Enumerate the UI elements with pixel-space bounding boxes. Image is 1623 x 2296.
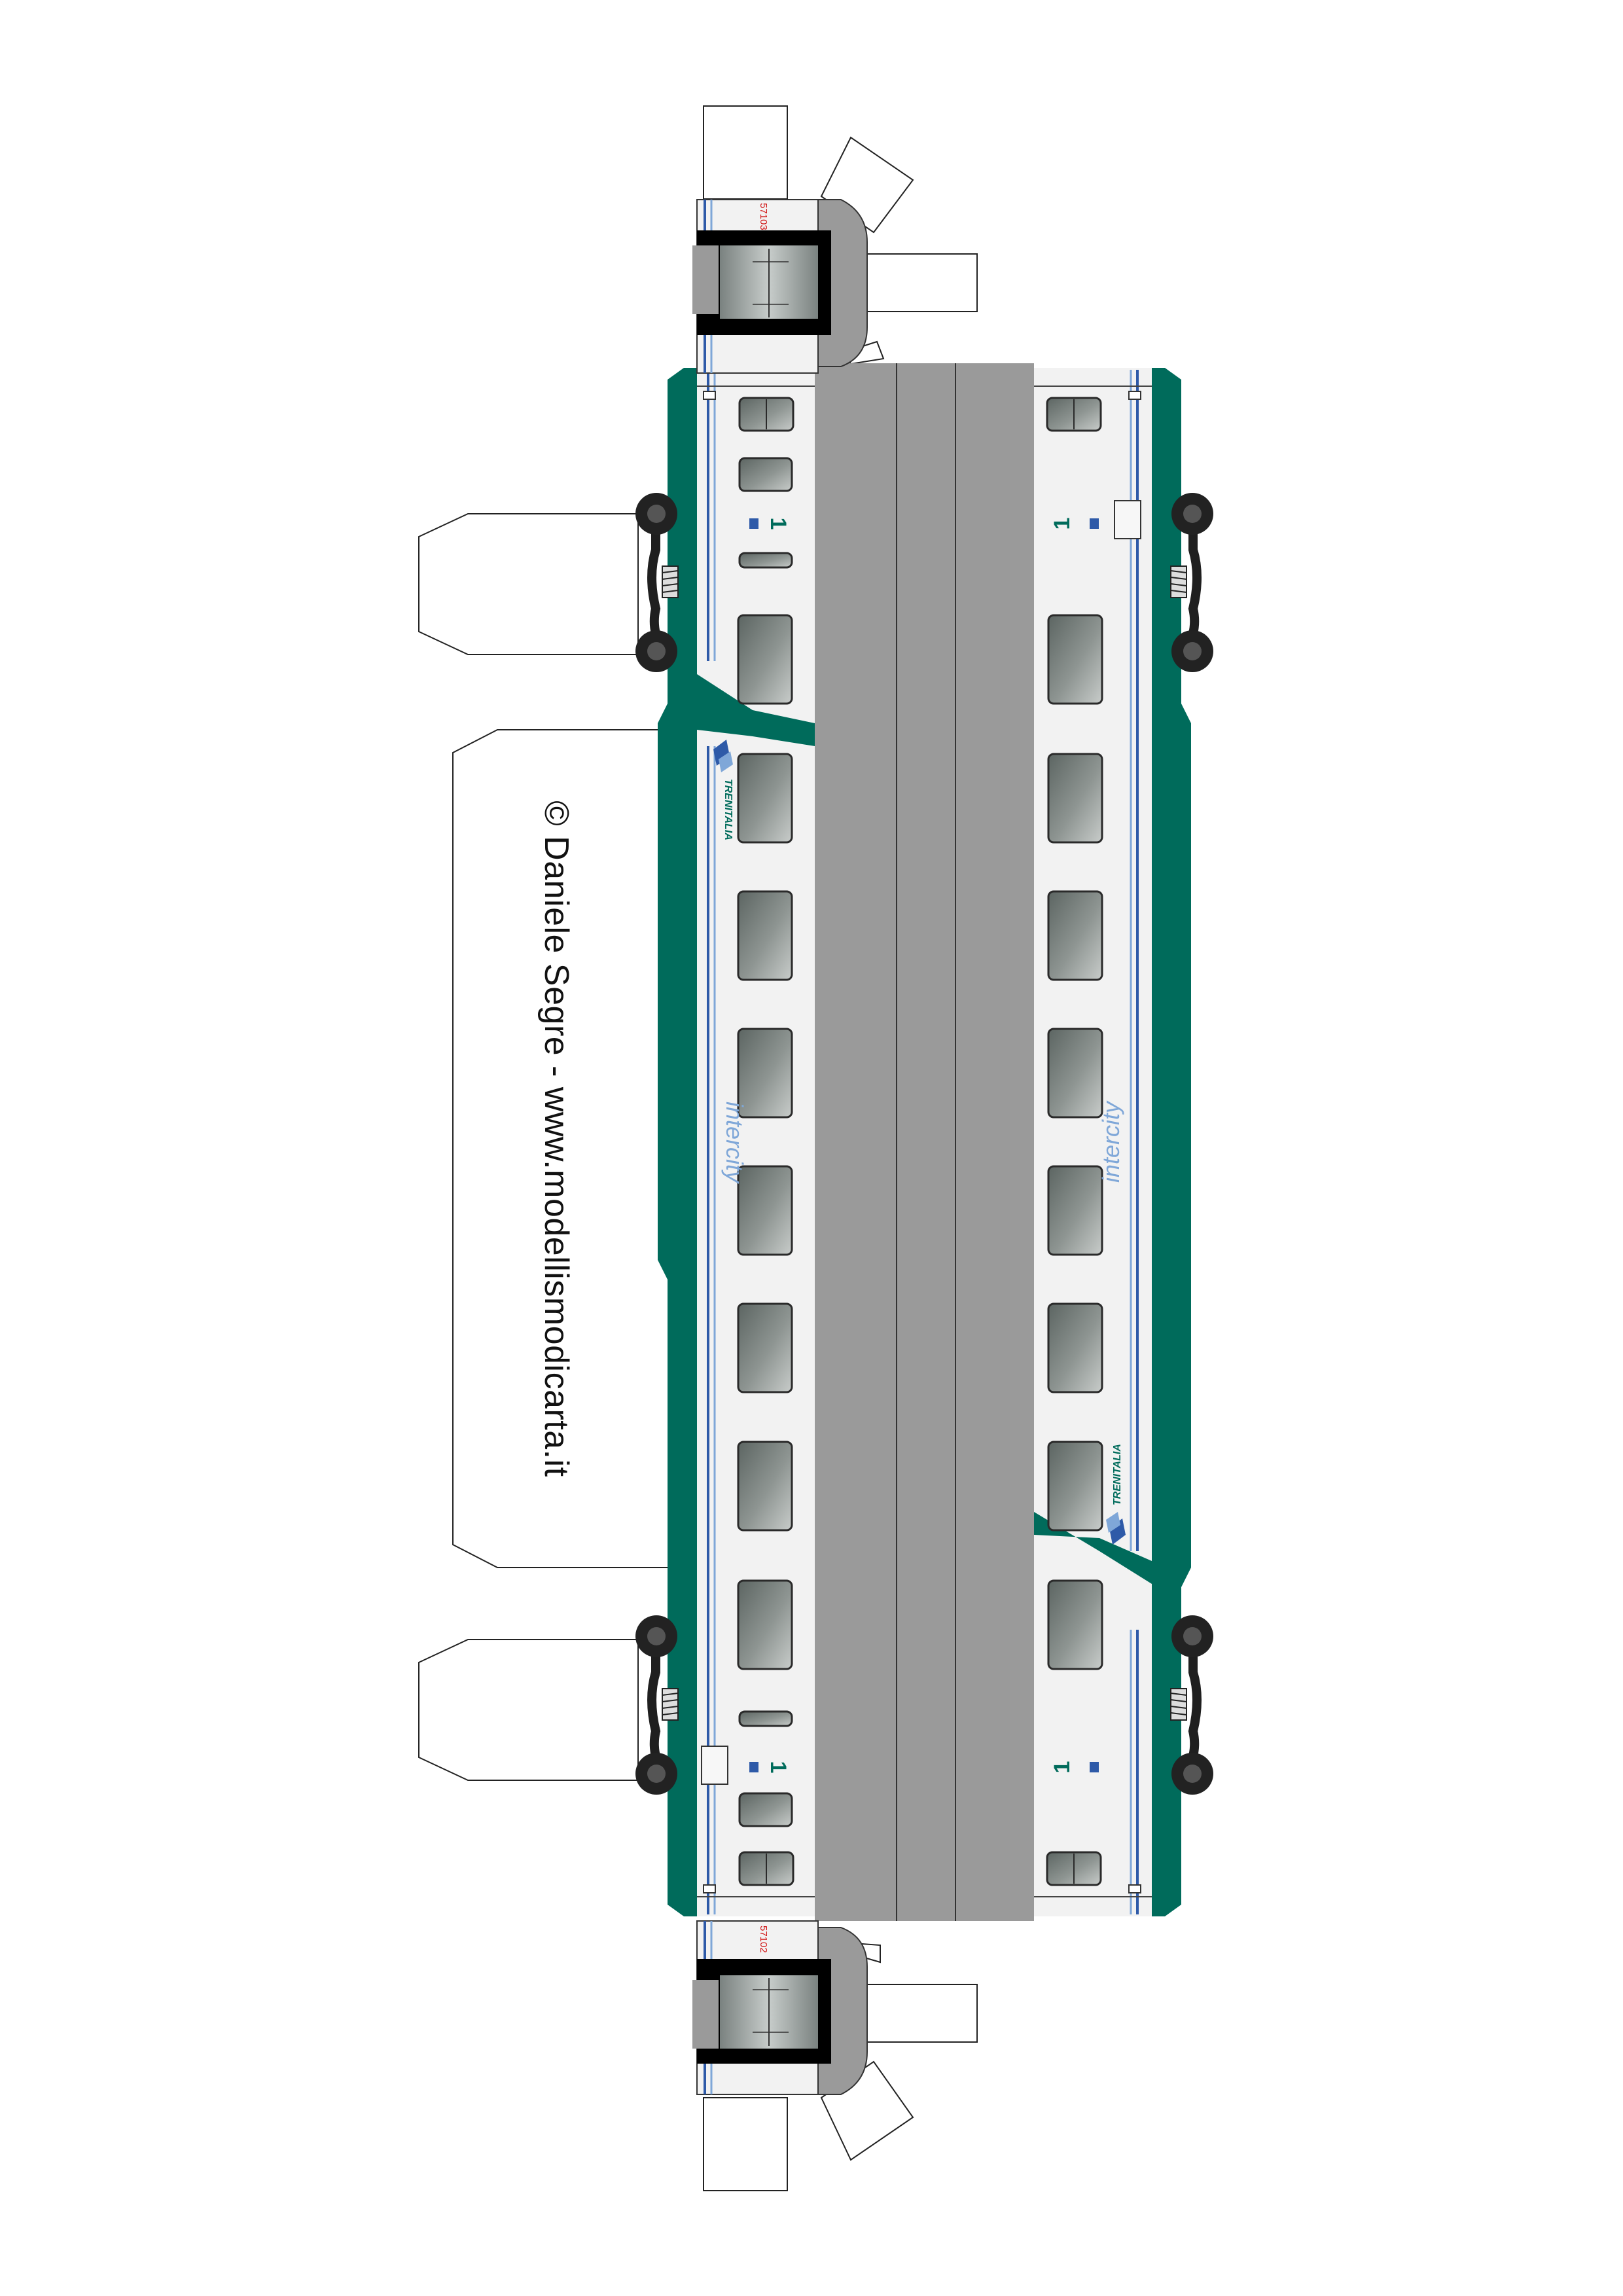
class-number-right-top: 1 [1050, 518, 1075, 530]
class-number-left-top: 1 [766, 518, 791, 530]
top-flap-3 [866, 253, 978, 312]
intercity-logo-right: intercity [1097, 1100, 1124, 1183]
window-icon [737, 1028, 793, 1119]
trenitalia-label-right: TRENITALIA [1112, 1444, 1123, 1505]
class-marker-icon [749, 1762, 758, 1772]
right-blue-stripes [1130, 370, 1139, 1914]
left-windows [737, 397, 794, 1886]
window-icon [737, 753, 793, 844]
window-icon [737, 1441, 793, 1532]
trenitalia-logo-icon [713, 740, 733, 772]
window-icon [737, 1579, 793, 1670]
small-window-icon [738, 457, 793, 492]
trenitalia-label-left: TRENITALIA [722, 779, 734, 840]
trenitalia-logo-icon [1106, 1512, 1126, 1545]
right-windows [1046, 397, 1103, 1886]
bogie-left-lower [635, 1615, 679, 1795]
right-side-panel [1034, 368, 1152, 1916]
bottom-flap-3 [866, 1984, 978, 2043]
window-icon [1047, 1579, 1103, 1670]
bogie-panel-lower [418, 1639, 639, 1781]
right-side-skirt [1152, 368, 1191, 1916]
intercity-logo-left: intercity [721, 1102, 748, 1184]
window-icon [1047, 1441, 1103, 1532]
end-unit-top [692, 199, 868, 374]
class-marker-icon [1090, 518, 1099, 529]
bogies [635, 493, 1213, 1795]
window-icon [737, 1302, 793, 1393]
info-panel [701, 1746, 728, 1785]
top-flap-1 [703, 105, 788, 200]
window-icon [737, 1165, 793, 1256]
class-marker-icon [749, 518, 758, 529]
window-icon [1047, 753, 1103, 844]
window-icon [1047, 1165, 1103, 1256]
class-marker-icon [1090, 1762, 1099, 1772]
roof [815, 363, 1034, 1921]
bogie-left-upper [635, 493, 679, 672]
bogie-right-upper [1170, 493, 1213, 672]
bogie-right-lower [1170, 1615, 1213, 1795]
small-window-icon [738, 552, 793, 569]
copyright-credit: © Daniele Segre - www.modellismodicarta.… [537, 800, 575, 1477]
left-side-skirt [658, 368, 697, 1916]
small-window-icon [738, 1710, 793, 1727]
small-decals [701, 391, 1141, 1893]
info-panel [1114, 500, 1141, 539]
window-icon [737, 614, 793, 705]
left-blue-stripes [707, 370, 716, 1914]
left-green-swoosh [697, 674, 815, 746]
class-number-right-bottom: 1 [1050, 1761, 1075, 1774]
small-window-icon [738, 1792, 793, 1827]
end-unit-bottom [692, 1920, 868, 2095]
window-icon [737, 890, 793, 981]
window-icon [1047, 890, 1103, 981]
bogie-panel-upper [418, 513, 639, 655]
window-icon [1047, 614, 1103, 705]
window-icon [1047, 1028, 1103, 1119]
window-icon [1047, 1302, 1103, 1393]
coach-number-top: 57103 [758, 203, 769, 230]
class-number-left-bottom: 1 [766, 1761, 791, 1774]
coach-number-bottom: 57102 [758, 1926, 769, 1953]
bottom-flap-1 [703, 2097, 788, 2191]
